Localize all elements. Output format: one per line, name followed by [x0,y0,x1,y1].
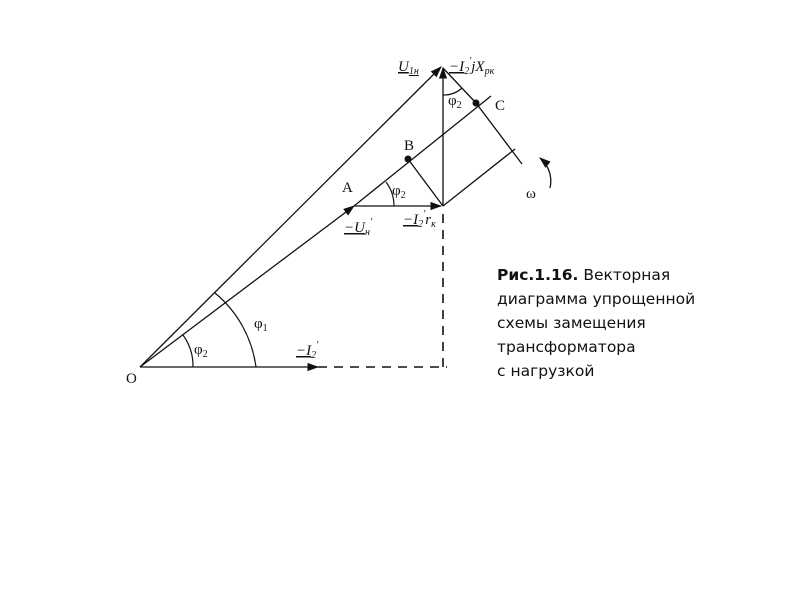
un-vector [139,205,355,368]
phi2-a-label: φ2 [392,183,406,201]
i2-jx-label: −I2'jXрк [449,56,495,77]
caption-line-3: схемы замещения [497,314,646,332]
point-a-label: A [342,180,353,196]
u1n-label: U1н [398,59,419,77]
parallel-line [442,148,516,207]
un-label: −Uн' [344,217,373,238]
point-b-dot [404,155,412,163]
perpendicular-b [407,158,444,207]
figure-caption: Рис.1.16. Векторная диаграмма упрощенной… [497,263,757,383]
caption-line-1: Рис.1.16. Векторная [497,263,757,287]
phi1-arc [214,292,257,368]
caption-line-5: с нагрузкой [497,362,595,380]
omega-label: ω [526,186,536,202]
caption-title: Рис.1.16. [497,266,579,284]
phi1-label: φ1 [254,316,268,334]
i2-rk-label: −I2'rк [403,209,436,230]
caption-line-4: трансформатора [497,338,636,356]
perpendicular-c-upper [442,67,477,104]
point-b-label: B [404,138,414,154]
extension-line [353,95,492,207]
u1n-vector [139,66,442,368]
perpendicular-c-lower [475,102,523,165]
point-c-dot [472,99,480,107]
omega-arrow [539,157,552,189]
point-c-label: C [495,98,505,114]
caption-line-2: диаграмма упрощенной [497,290,696,308]
phi2-a-arc [385,181,395,207]
phi2-origin-label: φ2 [194,342,208,360]
i2-label: −I2' [296,340,319,361]
caption-text-1: Векторная [583,266,671,284]
phi2-top-label: φ2 [448,93,462,111]
point-o-label: O [126,371,137,387]
phi2-origin-arc [182,334,194,368]
phi2-top-arc [442,87,463,96]
